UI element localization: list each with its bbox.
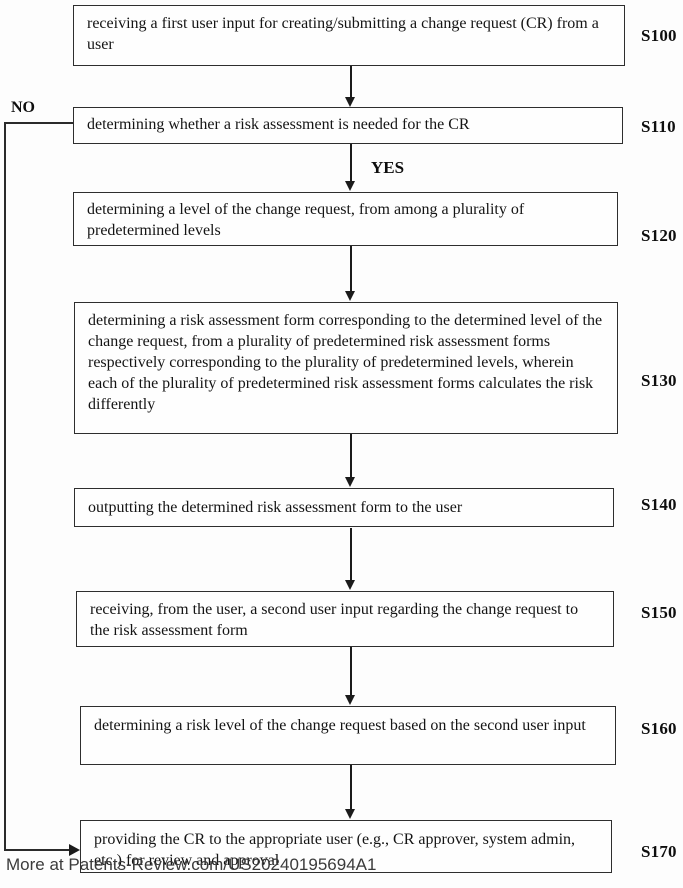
step-text-s120: determining a level of the change reques…: [87, 201, 525, 239]
step-text-s150: receiving, from the user, a second user …: [90, 601, 579, 639]
no-branch-arrowhead-icon: [69, 844, 80, 856]
step-text-s100: receiving a first user input for creatin…: [87, 15, 599, 53]
step-label-s110: S110: [641, 117, 676, 136]
step-label-s120: S120: [641, 226, 677, 245]
step-label-s160: S160: [641, 719, 677, 738]
no-branch-label: NO: [11, 99, 35, 116]
no-branch-line-vertical: [4, 122, 6, 851]
step-label-s100: S100: [641, 26, 677, 45]
arrow-s150-to-s160: [345, 647, 356, 705]
step-text-s110: determining whether a risk assessment is…: [87, 116, 470, 133]
step-label-s130: S130: [641, 371, 677, 390]
flowchart-step-s130: determining a risk assessment form corre…: [74, 302, 618, 434]
step-text-s140: outputting the determined risk assessmen…: [88, 499, 463, 516]
arrow-s100-to-s110: [345, 66, 356, 107]
flowchart-step-s100: receiving a first user input for creatin…: [73, 5, 625, 66]
step-text-s170: providing the CR to the appropriate user…: [94, 831, 576, 869]
step-text-s130: determining a risk assessment form corre…: [88, 312, 603, 413]
arrow-s140-to-s150: [345, 528, 356, 590]
flowchart-step-s150: receiving, from the user, a second user …: [76, 591, 614, 647]
flowchart-step-s140: outputting the determined risk assessmen…: [74, 488, 614, 527]
step-text-s160: determining a risk level of the change r…: [94, 717, 586, 734]
arrow-s120-to-s130: [345, 246, 356, 301]
step-label-s170: S170: [641, 842, 677, 861]
flowchart-step-s170: providing the CR to the appropriate user…: [80, 820, 612, 873]
step-label-s140: S140: [641, 495, 677, 514]
flowchart-step-s120: determining a level of the change reques…: [73, 192, 618, 246]
step-label-s150: S150: [641, 603, 677, 622]
yes-branch-label: YES: [371, 158, 405, 177]
arrow-s160-to-s170: [345, 765, 356, 819]
no-branch-line-top: [4, 122, 73, 124]
flowchart-step-s160: determining a risk level of the change r…: [80, 706, 616, 765]
flowchart-step-s110: determining whether a risk assessment is…: [73, 107, 623, 144]
arrow-s110-to-s120-yes: [345, 144, 356, 191]
watermark-text: More at Patents-Review.com/US20240195694…: [6, 855, 377, 874]
arrow-s130-to-s140: [345, 434, 356, 487]
no-branch-line-bottom: [4, 849, 69, 851]
